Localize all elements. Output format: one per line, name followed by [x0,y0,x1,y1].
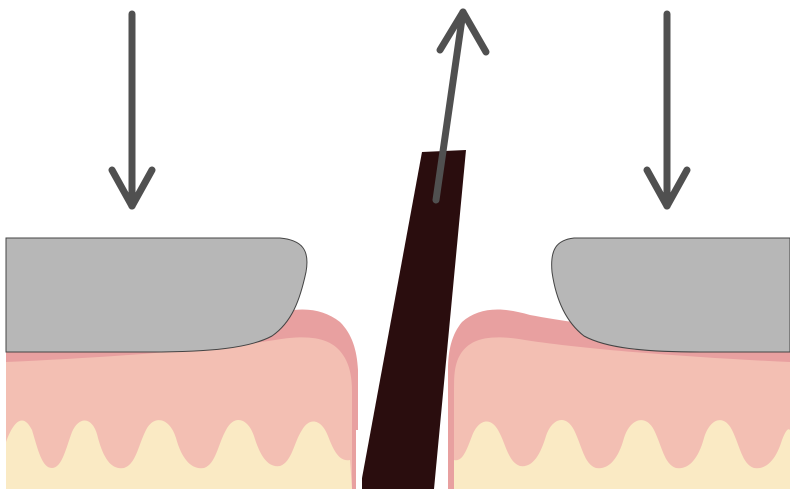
right-press-plate [552,238,790,352]
center-gap [356,430,362,489]
left-press-plate [6,238,307,352]
